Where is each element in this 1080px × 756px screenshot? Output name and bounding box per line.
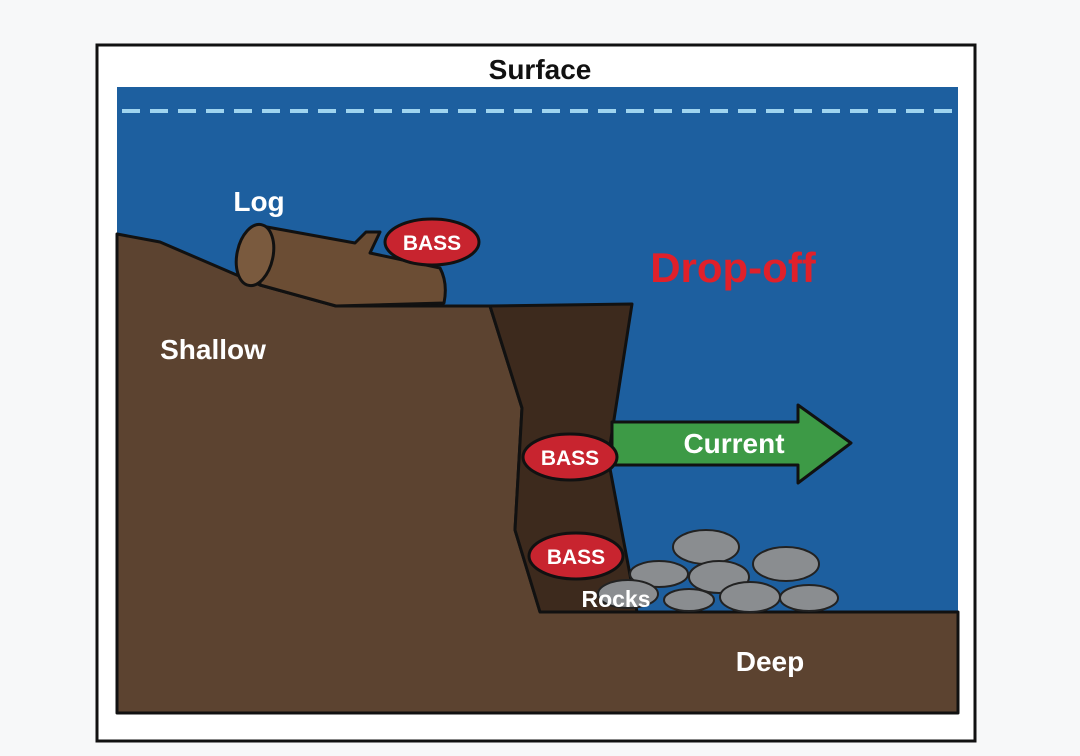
shallow-label: Shallow (160, 334, 266, 365)
rocks-label: Rocks (581, 586, 650, 612)
deep-label: Deep (736, 646, 804, 677)
current-arrow (610, 403, 853, 485)
bass-fish-log: BASS (383, 217, 481, 267)
rock-icon (672, 529, 740, 565)
log-icon (234, 222, 447, 308)
rock-icon (719, 581, 781, 613)
rock-icon (663, 588, 715, 612)
bass-label: BASS (403, 232, 461, 255)
log-label: Log (233, 186, 284, 217)
drop-off-label: Drop-off (650, 244, 817, 291)
surface-title: Surface (489, 54, 592, 85)
rock-icon (752, 546, 820, 582)
bass-label: BASS (541, 447, 599, 470)
rock-icon (779, 584, 839, 612)
rock-icon (597, 579, 659, 609)
bass-label: BASS (547, 546, 605, 569)
bass-fish-rocks: BASS (527, 531, 625, 581)
current-label: Current (683, 428, 784, 459)
bass-fish-wall: BASS (521, 432, 619, 482)
rocks-group (597, 529, 839, 613)
rock-icon (629, 560, 689, 588)
